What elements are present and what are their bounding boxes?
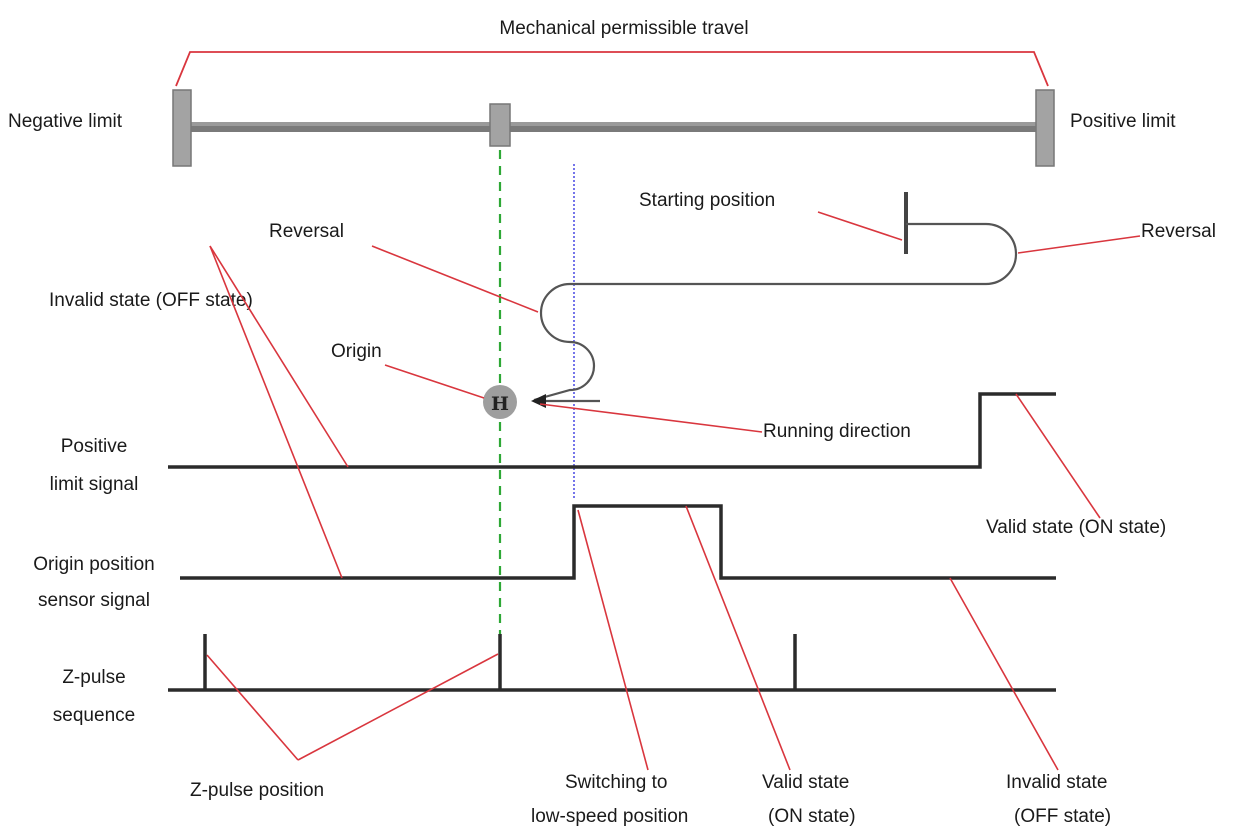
leader-reversal-right (1017, 235, 1141, 254)
leader-invalid-positive-limit (209, 245, 349, 468)
valid-state-label-1: Valid state (762, 772, 849, 793)
leader-zpulse-2 (297, 653, 499, 761)
invalid-state-off-label: Invalid state (OFF state) (49, 290, 253, 311)
switching-label-1: Switching to (565, 772, 667, 793)
origin-sensor-signal-label-1: Origin position (33, 554, 154, 575)
switching-label-2: low-speed position (531, 806, 688, 827)
valid-state-on-label: Valid state (ON state) (986, 517, 1166, 538)
positive-limit-label: Positive limit (1070, 111, 1176, 132)
positive-limit-signal-label-1: Positive (61, 436, 128, 457)
positive-limit-signal-trace (168, 392, 1056, 469)
leader-reversal-left (371, 245, 539, 313)
zpulse-position-label: Z-pulse position (190, 780, 324, 801)
leader-running-direction (539, 403, 763, 433)
running-direction-arrowhead (531, 394, 546, 408)
reversal-right-label: Reversal (1141, 221, 1216, 242)
origin-sensor-signal-trace (180, 504, 1056, 580)
origin-marker (483, 385, 517, 419)
leader-valid-positive-limit (1015, 393, 1101, 519)
leader-invalid-origin-sensor-tail (949, 577, 1059, 771)
travel-label: Mechanical permissible travel (499, 18, 748, 39)
negative-limit-label: Negative limit (8, 111, 123, 132)
origin-sensor-signal-label-2: sensor signal (38, 590, 150, 611)
valid-state-label-2: (ON state) (768, 806, 856, 827)
origin-sensor-block (489, 103, 511, 147)
invalid-state-label-1: Invalid state (1006, 772, 1107, 793)
zpulse-signal-label-2: sequence (53, 705, 135, 726)
homing-path (533, 222, 1018, 402)
running-direction-label: Running direction (763, 421, 911, 442)
negative-limit-block (172, 89, 192, 167)
leader-zpulse-1 (206, 654, 299, 761)
zpulse-signal-label-1: Z-pulse (62, 667, 125, 688)
reversal-left-label: Reversal (269, 221, 344, 242)
origin-label: Origin (331, 341, 382, 362)
starting-position-label: Starting position (639, 190, 775, 211)
leader-switching (577, 509, 649, 771)
travel-bracket (175, 51, 1049, 87)
positive-limit-signal-label-2: limit signal (50, 474, 139, 495)
positive-limit-block (1035, 89, 1055, 167)
invalid-state-label-2: (OFF state) (1014, 806, 1111, 827)
leader-invalid-origin-sensor (209, 245, 343, 579)
leader-lines (206, 211, 1141, 771)
origin-marker-letter: H (491, 393, 509, 415)
leader-valid-origin-sensor (685, 505, 791, 771)
leader-starting-position (817, 211, 903, 241)
leader-origin (384, 364, 485, 399)
